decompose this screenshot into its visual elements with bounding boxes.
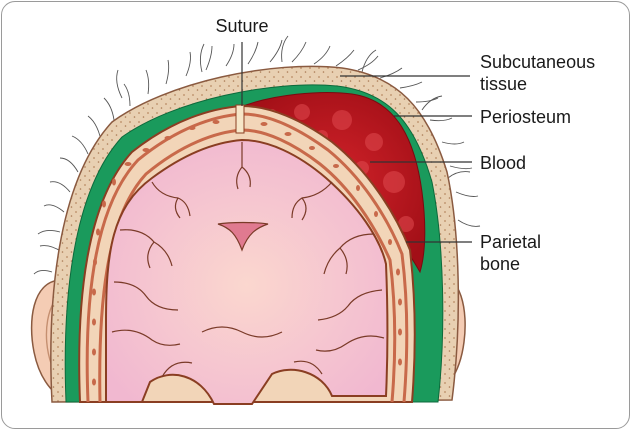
label-suture: Suture (215, 16, 268, 36)
label-subcutaneous-line1: Subcutaneous (480, 52, 595, 72)
label-periosteum: Periosteum (480, 107, 571, 127)
label-parietal-line2: bone (480, 254, 520, 274)
label-blood: Blood (480, 153, 526, 173)
label-parietal-line1: Parietal (480, 232, 541, 252)
label-subcutaneous-line2: tissue (480, 74, 527, 94)
suture-gap (236, 105, 244, 133)
